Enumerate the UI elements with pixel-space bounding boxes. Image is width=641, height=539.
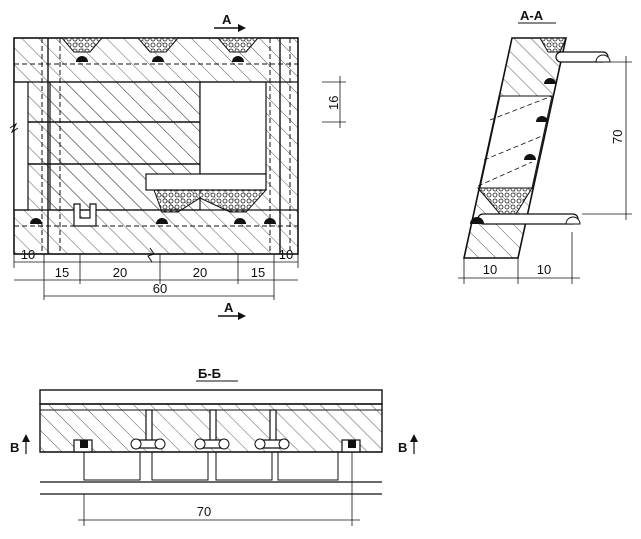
bb-end-fill-left xyxy=(80,440,88,448)
aa-dim-10-a: 10 xyxy=(483,262,497,277)
anchor-top-3 xyxy=(232,56,244,62)
dim-15-left: 15 xyxy=(55,265,69,280)
anchor-bottom-3 xyxy=(234,218,246,224)
anchor-top-1 xyxy=(76,56,88,62)
dim-60: 60 xyxy=(153,281,167,296)
dim-16-label: 16 xyxy=(326,96,341,110)
aa-dash-1 xyxy=(489,95,553,121)
section-label-a-bottom: A xyxy=(224,300,234,315)
aa-anchor-2 xyxy=(536,116,548,122)
anchor-bottom-4 xyxy=(264,218,276,224)
dim-15-right: 15 xyxy=(251,265,265,280)
aa-anchor-1 xyxy=(544,78,556,84)
plan-left-edge xyxy=(13,81,29,211)
plan-view: A A 16 10 15 20 20 15 10 60 xyxy=(9,12,346,320)
aa-dim-10-b: 10 xyxy=(537,262,551,277)
dim-10-left: 10 xyxy=(21,247,35,262)
dim-20-a: 20 xyxy=(113,265,127,280)
gravel-pocket-top-2 xyxy=(136,37,180,53)
section-aa-title: A-A xyxy=(520,8,544,23)
aa-dash-3 xyxy=(477,161,533,187)
aa-bar-bottom xyxy=(477,213,579,225)
section-arrow-a-top-head xyxy=(238,24,246,32)
bb-dim-70: 70 xyxy=(197,504,211,519)
bb-connectors xyxy=(130,438,290,450)
break-mark-bottom xyxy=(147,247,155,263)
aa-bar-bottom-left xyxy=(470,217,484,224)
aa-anchor-3 xyxy=(524,154,536,160)
anchor-top-2 xyxy=(152,56,164,62)
plan-right-cutout xyxy=(199,81,267,175)
u-connector xyxy=(73,203,97,227)
gravel-pocket-bottom xyxy=(153,189,268,213)
bb-end-fill-right xyxy=(348,440,356,448)
anchor-bottom-1 xyxy=(30,218,42,224)
gravel-pocket-top-1 xyxy=(60,37,104,53)
bb-top-slab xyxy=(39,389,383,405)
section-aa: A-A 70 10 10 xyxy=(458,8,632,284)
bb-bottom-lines xyxy=(40,451,382,495)
aa-bar-bottom-right xyxy=(565,216,581,225)
aa-dash-2 xyxy=(483,135,543,161)
section-label-v-right: B xyxy=(398,440,407,455)
section-bb: Б-Б B xyxy=(10,366,418,526)
aa-dim-70: 70 xyxy=(610,130,625,144)
anchor-bottom-2 xyxy=(156,218,168,224)
break-mark-left xyxy=(9,122,19,134)
v-left-arrow-head xyxy=(22,434,30,442)
plan-cutout-shelf xyxy=(145,173,267,191)
section-label-a-top: A xyxy=(222,12,232,27)
section-label-v-left: B xyxy=(10,440,19,455)
section-bb-title: Б-Б xyxy=(198,366,221,381)
section-arrow-a-bottom-head xyxy=(238,312,246,320)
gravel-pocket-top-3 xyxy=(216,37,260,53)
dim-20-b: 20 xyxy=(193,265,207,280)
bb-channels xyxy=(83,452,339,481)
v-right-arrow-head xyxy=(410,434,418,442)
dim-10-right: 10 xyxy=(279,247,293,262)
